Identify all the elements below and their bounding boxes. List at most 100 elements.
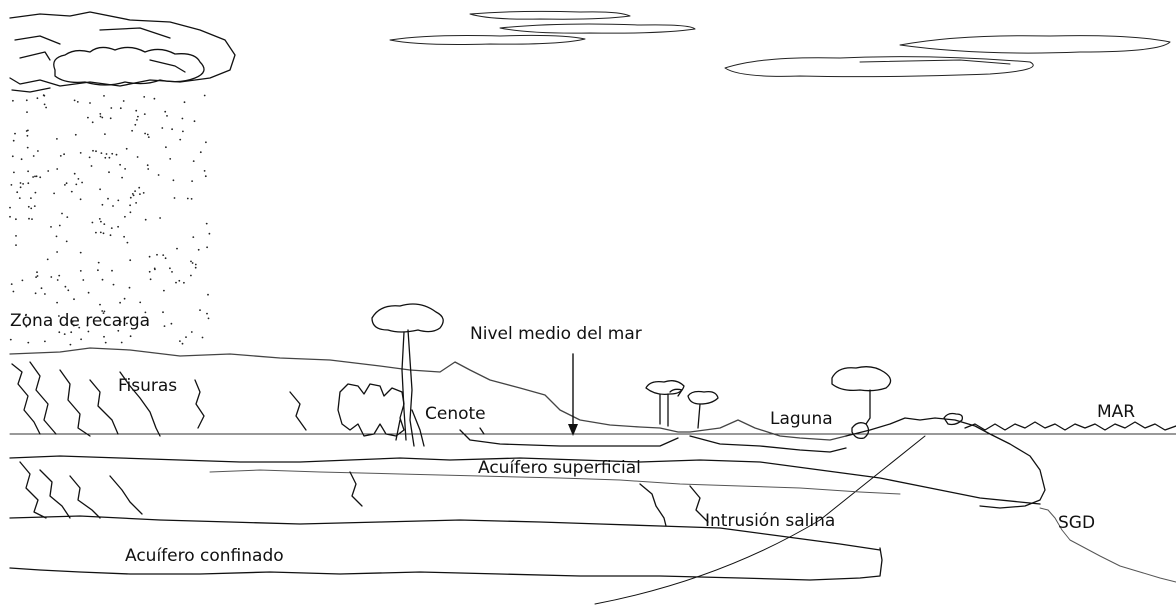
label-sgd: SGD [1058,513,1096,533]
rain-dot [115,153,118,156]
rain-dot [18,197,21,200]
rain-dot [153,267,156,270]
rain-dot [58,274,61,277]
rain-dot [197,248,200,251]
confined-aquifer-top [9,515,881,551]
rain-dot [206,246,209,249]
rain-dot [24,314,27,317]
sea-waves [964,421,1176,431]
rain-dot [148,270,151,273]
rain-dot [101,203,104,206]
rain-dot [205,222,208,225]
rain-dot [73,99,76,102]
rain-dot [179,138,182,141]
rain-dot [99,231,102,234]
rain-dot [201,336,204,339]
rain-dot [111,269,113,272]
label-acuifero-confinado: Acuífero confinado [125,546,284,566]
rain-dot [43,103,46,106]
rain-dot [66,216,69,219]
rain-dot [183,281,185,284]
rain-dot [30,207,33,210]
rain-dot [175,281,177,284]
rain-dot [164,257,167,260]
rain-dot [144,132,147,135]
rain-dot [103,335,105,338]
rain-dot [45,106,47,109]
label-intrusion-salina: Intrusión salina [705,511,836,531]
rain-dot [33,318,36,321]
saline-intrusion-curve [594,435,926,605]
rain-dot [107,197,109,200]
rain-dot [111,152,114,155]
rain-dot [143,113,146,115]
rain-dot [170,322,173,325]
rain-dot [134,190,137,193]
rain-dot [67,289,70,292]
rain-dot [58,331,61,334]
rain-dot [56,251,58,253]
rain-dot [120,341,123,344]
cenote-cave [337,383,405,437]
rain-dot [125,147,128,150]
rain-dot [97,261,100,264]
superficial-aquifer-top [9,455,1041,505]
rain-dot [34,191,37,194]
rain-dot [73,172,76,175]
rain-dot [73,324,75,327]
rain-dot [79,152,82,154]
rain-dot [164,110,167,113]
coastal-hill [845,417,1046,509]
cenote-basin [459,429,679,447]
rain-dot [208,232,211,235]
rain-dot [13,171,15,174]
rain-dot [19,186,22,189]
rain-dot [119,301,121,304]
rain-dot [126,241,129,244]
rain-dot [9,338,12,341]
rain-dot [26,111,28,113]
rain-dot [32,176,34,178]
rain-dot [171,271,173,273]
ground-surface [9,347,847,441]
rain-dot [89,102,91,104]
rain-dot [92,149,94,152]
rain-dot [129,204,132,207]
rain-dot [59,155,62,157]
label-zona-de-recarga: Zona de recarga [10,311,151,331]
rain-dot [103,95,105,97]
rain-dot [131,129,134,132]
label-cenote: Cenote [425,404,486,424]
rain-dot [192,160,195,163]
rain-dot [87,291,90,294]
rain-dot [50,226,52,228]
rain-dot [194,263,197,266]
rain-dot [172,179,175,182]
rain-dot [99,115,102,118]
rain-dot [204,175,207,178]
rain-dot [173,197,176,199]
rain-dot [199,151,202,154]
rain-dot [103,310,106,313]
rain-dot [124,168,126,170]
rain-dot [163,325,166,327]
rain-dot [10,283,13,285]
rain-dot [35,276,37,278]
rain-dot [119,163,121,166]
rain-dot [87,116,89,119]
rain-dot [186,197,189,200]
rain-dot [70,331,73,334]
rain-dot [27,170,29,173]
rain-dot [25,325,28,328]
rain-dot [148,255,151,258]
rain-dot [58,224,61,227]
rain-dot [205,141,207,144]
rain-dot [112,205,114,207]
rain-dot [19,182,22,184]
rain-dot [163,289,165,292]
rain-dot [99,113,102,115]
rain-dot [58,315,60,317]
rain-dot [55,235,58,238]
rain-dot [99,188,101,191]
rain-dot [192,236,195,239]
